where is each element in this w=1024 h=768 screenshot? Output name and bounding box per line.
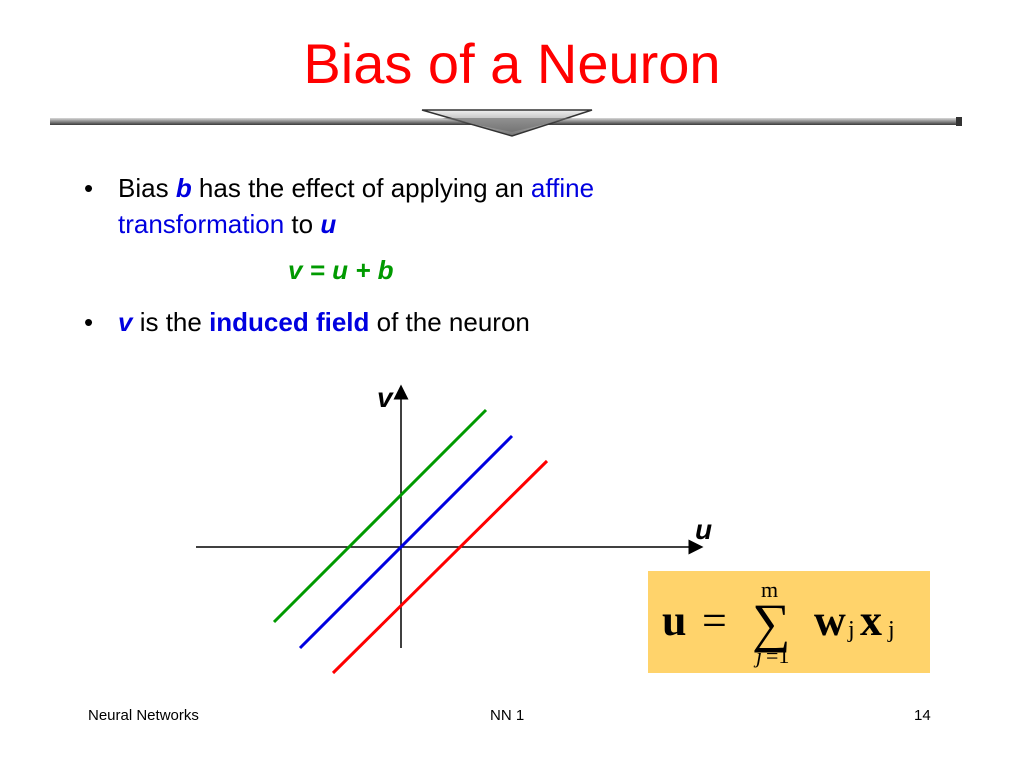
- bias-graph: v u: [196, 382, 712, 675]
- bullet-dot: •: [84, 307, 94, 337]
- var-b: b: [175, 173, 192, 203]
- bullet-dot: •: [84, 173, 94, 203]
- equation-graphic: u = m ∑ j =1 w j x j: [662, 577, 895, 668]
- weighted-sum-equation: u = m ∑ j =1 w j x j: [648, 571, 930, 673]
- eq-sub-j2: j: [887, 617, 895, 643]
- bullet-text: of the neuron: [369, 307, 530, 337]
- eq-term-x: x: [860, 596, 882, 645]
- bias-formula: v = u + b: [288, 255, 394, 285]
- var-v: v: [118, 307, 133, 337]
- eq-lower-limit-rest: =1: [766, 643, 789, 668]
- bullet-item-induced-field: • v is the induced field of the neuron: [70, 304, 790, 340]
- slide-title: Bias of a Neuron: [303, 32, 721, 95]
- bullet-item-bias: • Bias b has the effect of applying an a…: [70, 170, 790, 242]
- eq-lower-limit-var: j: [753, 643, 762, 668]
- v-axis-label: v: [377, 382, 394, 413]
- term-affine: affine: [530, 173, 595, 203]
- eq-term-w: w: [814, 596, 846, 645]
- eq-lhs-u: u: [662, 596, 686, 645]
- u-axis-label: u: [695, 514, 712, 545]
- var-u: u: [320, 209, 337, 239]
- bullet-text: Bias: [118, 173, 176, 203]
- bullet-text: to: [284, 209, 321, 239]
- line-positive-bias: [272, 408, 488, 624]
- eq-sub-j1: j: [847, 617, 855, 643]
- eq-upper-limit: m: [761, 577, 778, 602]
- term-transformation: transformation: [118, 209, 285, 239]
- line-zero-bias: [298, 434, 514, 650]
- footer-page-number: 14: [914, 707, 931, 724]
- sigma-icon: ∑: [752, 593, 791, 653]
- term-induced-field: induced field: [209, 307, 370, 337]
- bullet-text: has the effect of applying an: [191, 173, 531, 203]
- footer-course: Neural Networks: [88, 707, 199, 724]
- footer-section: NN 1: [490, 707, 525, 724]
- bullet-text: is the: [132, 307, 210, 337]
- line-negative-bias: [331, 459, 549, 675]
- title-divider: [50, 109, 962, 137]
- eq-equals: =: [702, 596, 727, 645]
- bullet-list: • Bias b has the effect of applying an a…: [70, 170, 790, 340]
